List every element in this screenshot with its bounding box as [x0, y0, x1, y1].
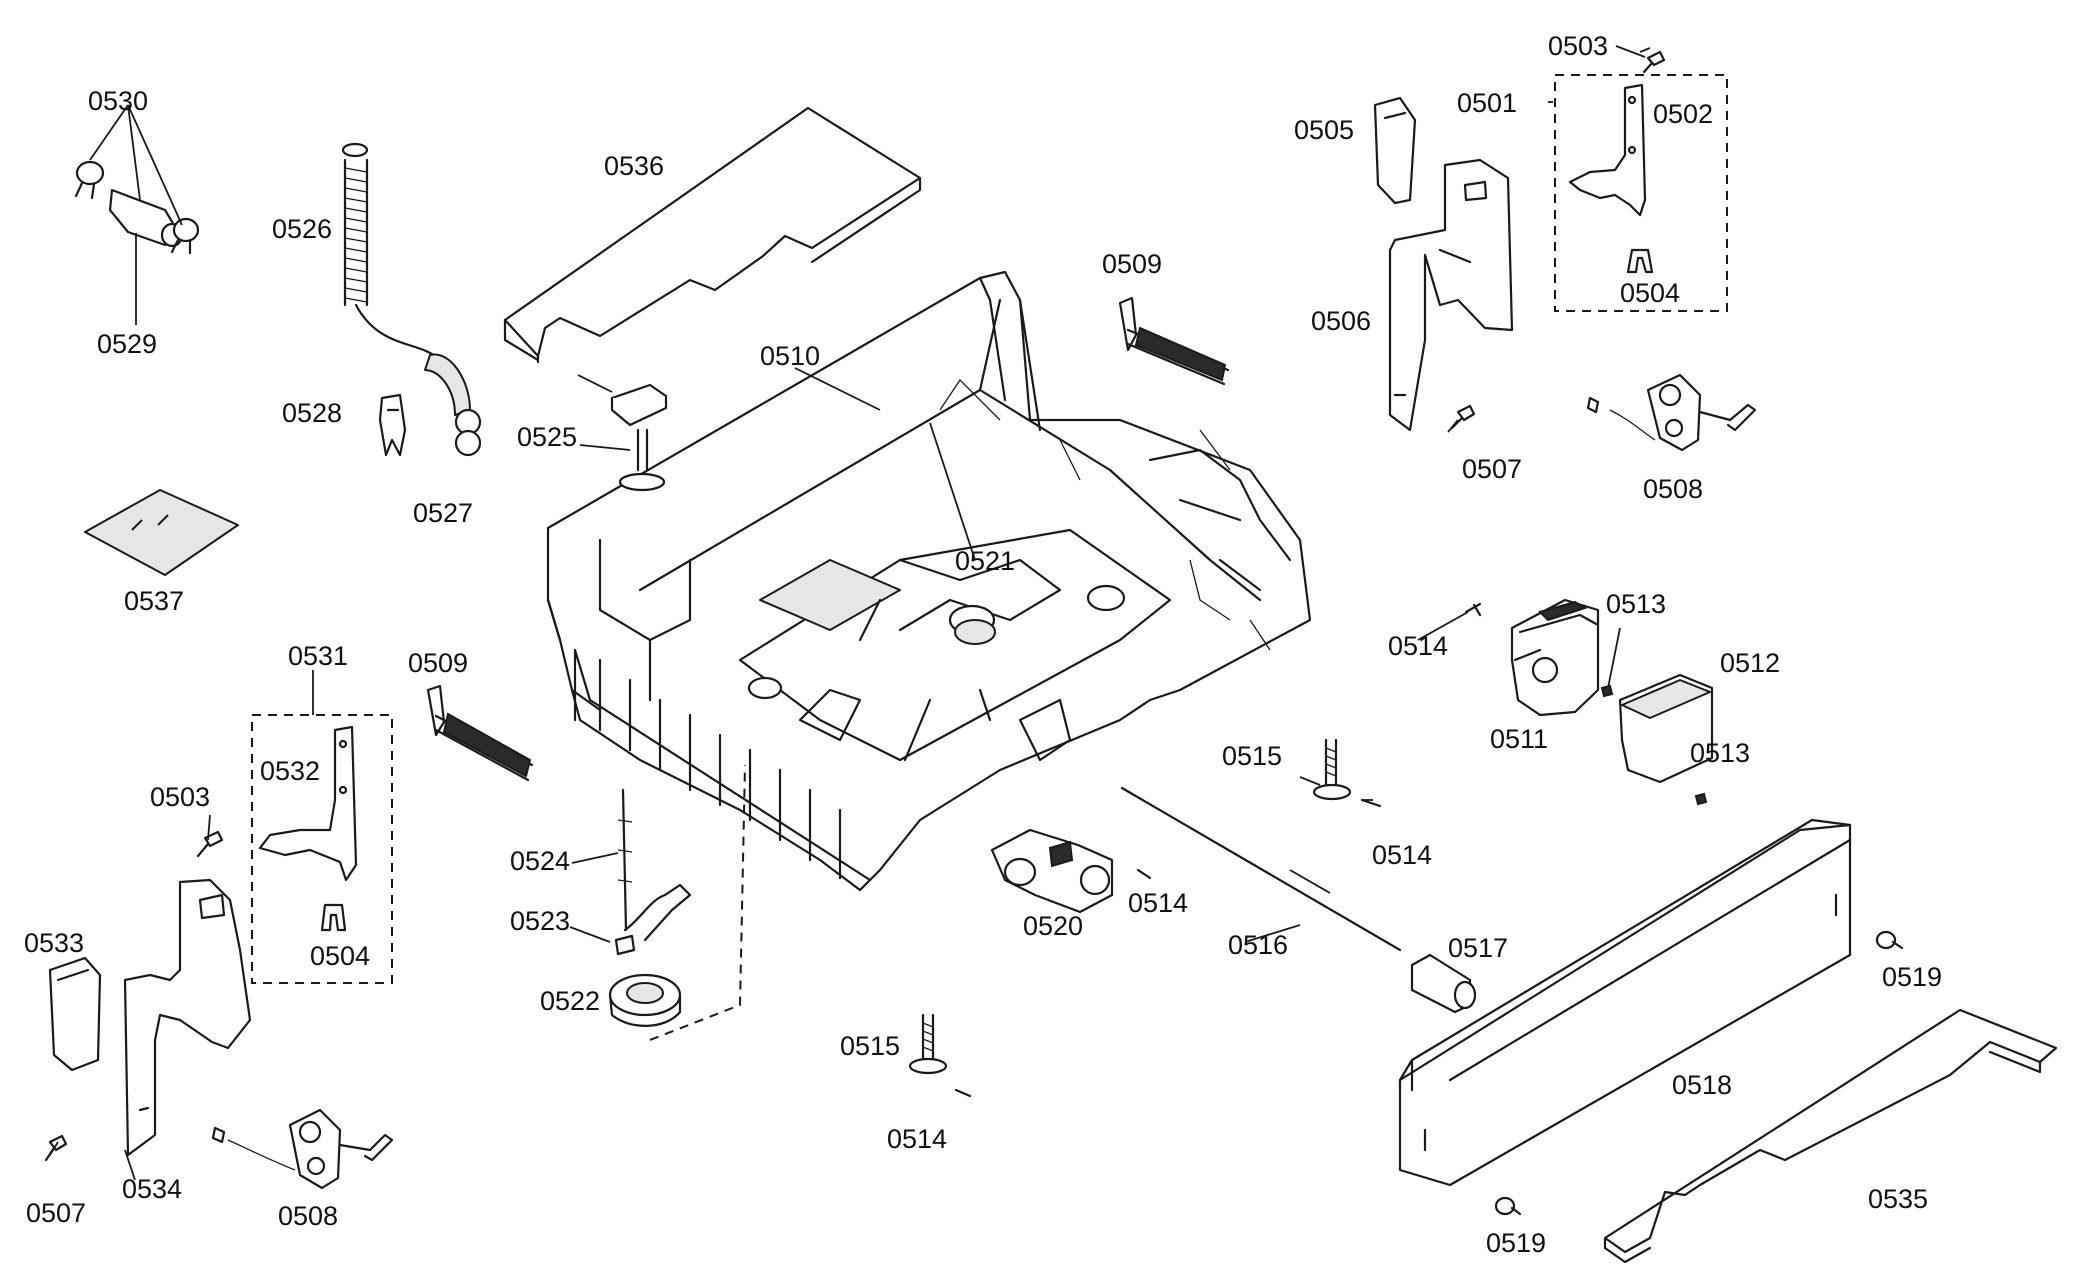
- group-box-0501: [1554, 74, 1728, 312]
- label-0515-upper: 0515: [1222, 741, 1282, 771]
- label-0506: 0506: [1311, 306, 1371, 336]
- label-0502: 0502: [1653, 99, 1713, 129]
- label-0511: 0511: [1490, 724, 1548, 754]
- part-0537-hardware-bag: [84, 489, 239, 576]
- label-0512: 0512: [1720, 648, 1780, 678]
- label-0513-upper: 0513: [1606, 589, 1666, 619]
- part-0510-base-tub: [546, 270, 1312, 892]
- part-labels: 0530 0529 0526 0528 0527 0537 0536 0510 …: [24, 31, 1942, 1258]
- label-0535: 0535: [1868, 1184, 1928, 1214]
- part-0526-spiral-hose: [341, 142, 482, 457]
- part-0515-leg-upper: [1312, 738, 1352, 801]
- label-0531: 0531: [288, 641, 348, 671]
- part-0508-switch-lower: [211, 1108, 394, 1190]
- label-0504-lower: 0504: [310, 941, 370, 971]
- label-0533: 0533: [24, 928, 84, 958]
- part-0502-bracket: [1568, 83, 1647, 217]
- label-0503-lower: 0503: [150, 782, 210, 812]
- label-0513-lower: 0513: [1690, 738, 1750, 768]
- part-0517-knob: [1410, 953, 1477, 1014]
- part-0524-wire: [617, 788, 633, 932]
- label-0514-d: 0514: [887, 1124, 947, 1154]
- part-0507-screw-lower: [44, 1134, 68, 1162]
- label-0501: 0501: [1457, 88, 1517, 118]
- label-0528: 0528: [282, 398, 342, 428]
- part-0513-screw-a: [1600, 684, 1614, 698]
- label-0514-b: 0514: [1372, 840, 1432, 870]
- part-0514-screw-d: [954, 1088, 972, 1098]
- part-0529-0530-sleeve-clamps: [74, 160, 200, 255]
- part-0521-sump-cap: [954, 619, 996, 645]
- part-0519-screw-bottom: [1494, 1196, 1522, 1216]
- label-0522: 0522: [540, 986, 600, 1016]
- label-0521: 0521: [955, 546, 1015, 576]
- label-0509-lower: 0509: [408, 648, 468, 678]
- label-0509-upper: 0509: [1102, 249, 1162, 279]
- part-0534-bracket: [123, 878, 252, 1157]
- label-0517: 0517: [1448, 933, 1508, 963]
- label-0507-upper: 0507: [1462, 454, 1522, 484]
- label-0514-c: 0514: [1128, 888, 1188, 918]
- part-0504-clip-upper: [1626, 248, 1654, 274]
- part-0513-screw-b: [1694, 792, 1708, 806]
- part-0503-screw-upper: [1642, 50, 1666, 74]
- part-0509-spring-lower: [426, 684, 534, 782]
- part-0515-leg-lower: [908, 1013, 948, 1075]
- label-0532: 0532: [260, 756, 320, 786]
- part-0522-float: [608, 973, 682, 1027]
- label-0523: 0523: [510, 906, 570, 936]
- label-0530: 0530: [88, 86, 148, 116]
- group-box-0531: [251, 714, 393, 984]
- label-0534: 0534: [122, 1174, 182, 1204]
- label-0503-upper: 0503: [1548, 31, 1608, 61]
- part-0516-rod: [1120, 786, 1402, 952]
- label-0515-lower: 0515: [840, 1031, 900, 1061]
- part-0514-screw-b: [1360, 798, 1382, 808]
- label-0504-upper: 0504: [1620, 278, 1680, 308]
- label-0505: 0505: [1294, 115, 1354, 145]
- label-0524: 0524: [510, 846, 570, 876]
- part-0512-cover: [1618, 673, 1714, 784]
- label-0507-lower: 0507: [26, 1198, 86, 1228]
- label-0525: 0525: [517, 422, 577, 452]
- part-0514-screw-c: [1136, 868, 1152, 880]
- part-0528-clip: [378, 393, 407, 457]
- label-0520: 0520: [1023, 911, 1083, 941]
- part-0504-clip-lower: [320, 903, 347, 932]
- label-0518: 0518: [1672, 1070, 1732, 1100]
- part-0525-leveling-foot: [610, 383, 668, 492]
- part-0509-spring-upper: [1118, 296, 1230, 386]
- leader-0522-to-tub: [649, 764, 746, 1041]
- part-0507-screw-upper: [1450, 404, 1476, 430]
- label-0516: 0516: [1228, 930, 1288, 960]
- label-0527: 0527: [413, 498, 473, 528]
- part-0518-toe-kick: [1398, 818, 1852, 1187]
- part-0514-screw-a: [1464, 602, 1482, 617]
- part-0536-insulation-pad: [503, 106, 922, 364]
- label-0508-upper: 0508: [1643, 474, 1703, 504]
- label-0519-bottom: 0519: [1486, 1228, 1546, 1258]
- part-0532-bracket: [258, 725, 358, 882]
- label-0508-lower: 0508: [278, 1201, 338, 1231]
- part-0506-bracket: [1388, 158, 1514, 432]
- label-0536: 0536: [604, 151, 664, 181]
- part-0519-screw-right: [1875, 930, 1904, 950]
- leader-lines: [49, 45, 1651, 1181]
- label-0537: 0537: [124, 586, 184, 616]
- part-0523-sensor: [614, 883, 692, 956]
- part-0533-cover: [48, 956, 102, 1072]
- label-0519-right: 0519: [1882, 962, 1942, 992]
- part-0535-panel: [1603, 1008, 2058, 1264]
- part-0511-housing: [1510, 598, 1600, 717]
- label-0526: 0526: [272, 214, 332, 244]
- part-0508-switch-upper: [1586, 373, 1757, 452]
- part-0503-screw-lower: [196, 830, 224, 858]
- part-0505-cover: [1373, 96, 1417, 205]
- part-0520-valve: [990, 828, 1114, 914]
- label-0514-a: 0514: [1388, 631, 1448, 661]
- label-0510: 0510: [760, 341, 820, 371]
- label-0529: 0529: [97, 329, 157, 359]
